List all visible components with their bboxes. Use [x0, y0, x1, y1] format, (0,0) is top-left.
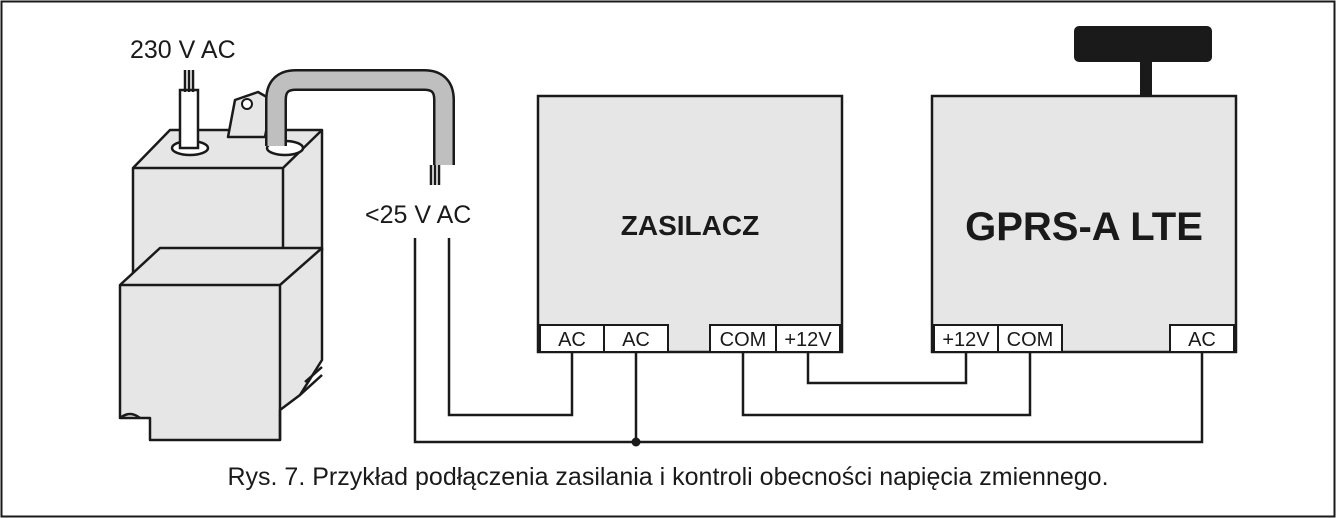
power-supply-title: ZASILACZ	[621, 210, 759, 241]
input-cable	[178, 88, 200, 150]
wire-ac1	[447, 238, 574, 417]
junction-dot	[631, 437, 641, 447]
gprs-terminal-label: COM	[1007, 329, 1054, 351]
output-voltage-label: <25 V AC	[365, 201, 471, 229]
transformer	[118, 69, 455, 442]
antenna-icon	[1074, 26, 1212, 96]
gprs-terminals: +12V COM AC	[933, 324, 1235, 353]
gprs-module-box	[930, 94, 1238, 354]
fuse-holder	[226, 90, 274, 139]
transformer-bottom-edges	[120, 247, 323, 440]
screw-icon	[241, 98, 253, 110]
transformer-clip	[299, 366, 323, 396]
transformer-bottom-block	[118, 246, 324, 442]
gprs-terminal-com	[997, 324, 1063, 353]
input-wires	[183, 70, 195, 92]
gprs-terminal-ac	[1169, 324, 1235, 353]
input-voltage-label: 230 V AC	[130, 36, 236, 64]
wire-com	[741, 352, 1032, 417]
ps-terminal-label: +12V	[784, 329, 832, 351]
ps-terminal-label: AC	[622, 329, 650, 351]
transformer-foot	[119, 412, 141, 420]
ps-terminal-ac2	[603, 324, 669, 353]
wiring	[413, 238, 1204, 447]
wire-12v	[806, 352, 968, 385]
wire-ac-bus	[413, 238, 1204, 444]
power-supply-box	[536, 94, 844, 354]
ps-terminal-label: AC	[558, 329, 586, 351]
gprs-terminal-12v	[933, 324, 999, 353]
figure-caption: Rys. 7. Przykład podłączenia zasilania i…	[227, 463, 1108, 491]
gprs-module-title: GPRS-A LTE	[965, 205, 1203, 249]
gprs-terminal-label: +12V	[942, 329, 990, 351]
output-wires	[429, 165, 441, 185]
output-cable	[267, 71, 453, 165]
gprs-terminal-label: AC	[1188, 329, 1216, 351]
ps-terminal-12v	[775, 324, 841, 353]
ps-terminal-label: COM	[720, 329, 767, 351]
